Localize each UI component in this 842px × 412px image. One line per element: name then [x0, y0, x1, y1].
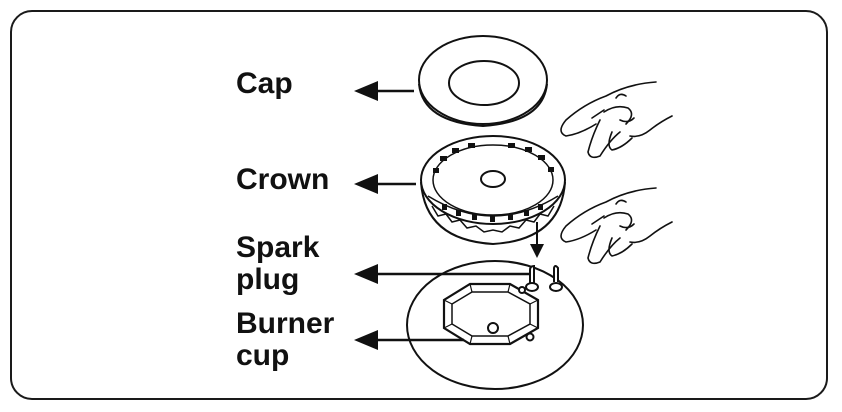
arrow-down-icon [530, 222, 544, 258]
arrow-left-icon [354, 330, 464, 350]
spark-plug-label-line1: Spark [236, 231, 320, 264]
hand-icon [560, 187, 673, 265]
burner-cup-label-line1: Burner [236, 307, 335, 340]
burner-cup-label-line2: cup [236, 339, 290, 372]
crown-part [420, 135, 566, 246]
cap-label: Cap [236, 67, 293, 100]
burner-base-part [406, 260, 584, 390]
crown-label: Crown [236, 163, 330, 196]
hand-icon [560, 81, 673, 159]
cap-part [418, 35, 548, 128]
arrow-left-icon [354, 81, 414, 101]
spark-plug-label-line2: plug [236, 263, 300, 296]
arrow-left-icon [354, 264, 530, 284]
arrow-left-icon [354, 174, 416, 194]
